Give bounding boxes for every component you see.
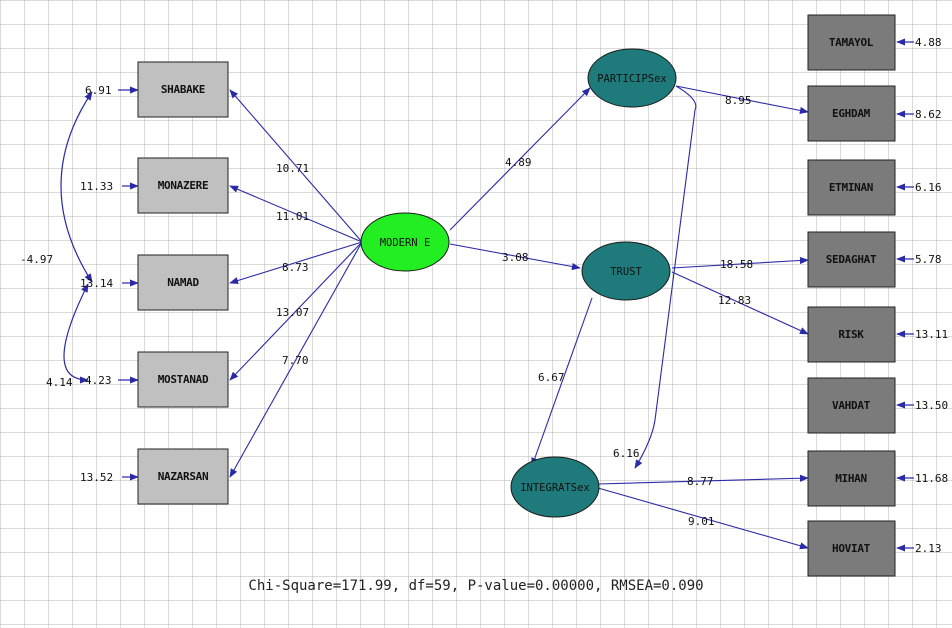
latent-label-modern: MODERN E — [380, 237, 431, 249]
covariance-curve-shabake-mostanad — [60, 91, 93, 283]
indicator-box-mostanad[interactable]: MOSTANAD — [137, 351, 229, 408]
indicator-box-tamayol[interactable]: TAMAYOL — [807, 14, 896, 71]
indicator-label-hoviat: HOVIAT — [832, 542, 871, 555]
error-variance-monazere: 11.33 — [80, 180, 113, 193]
loading-value-eghdam: 8.95 — [725, 94, 752, 107]
loading-value-nazarsan: 7.70 — [282, 354, 309, 367]
error-variance-vahdat: 13.50 — [915, 399, 948, 412]
latent-label-trust: TRUST — [610, 266, 642, 278]
indicator-box-namad[interactable]: NAMAD — [137, 254, 229, 311]
indicator-label-mihan: MIHAN — [835, 472, 867, 485]
indicator-box-hoviat[interactable]: HOVIAT — [807, 520, 896, 577]
indicator-label-namad: NAMAD — [167, 276, 199, 289]
error-variance-hoviat: 2.13 — [915, 542, 942, 555]
error-variance-nazarsan: 13.52 — [80, 471, 113, 484]
loading-value-mihan: 8.77 — [687, 475, 714, 488]
indicator-box-shabake[interactable]: SHABAKE — [137, 61, 229, 118]
latent-node-trust[interactable]: TRUST — [581, 241, 671, 301]
error-variance-mostanad: 4.23 — [85, 374, 112, 387]
indicator-label-tamayol: TAMAYOL — [829, 36, 874, 49]
covariance-curve-namad-nazarsan — [63, 283, 89, 384]
indicator-label-nazarsan: NAZARSAN — [158, 470, 209, 483]
indicator-box-etminan[interactable]: ETMINAN — [807, 159, 896, 216]
error-variance-sedaghat: 5.78 — [915, 253, 942, 266]
indicator-box-vahdat[interactable]: VAHDAT — [807, 377, 896, 434]
path-value-modern-particip: 4.89 — [505, 156, 532, 169]
indicator-box-risk[interactable]: RISK — [807, 306, 896, 363]
indicator-box-monazere[interactable]: MONAZERE — [137, 157, 229, 214]
covariance-value-1: -4.97 — [20, 253, 53, 266]
path-value-modern-trust: 3.08 — [502, 251, 529, 264]
error-variance-risk: 13.11 — [915, 328, 948, 341]
indicator-label-risk: RISK — [838, 328, 864, 341]
latent-node-modern[interactable]: MODERN E — [360, 212, 450, 272]
indicator-box-nazarsan[interactable]: NAZARSAN — [137, 448, 229, 505]
latent-node-integrat[interactable]: INTEGRATSex — [510, 456, 600, 518]
loading-value-risk: 12.83 — [718, 294, 751, 307]
error-variance-etminan: 6.16 — [915, 181, 942, 194]
error-variance-eghdam: 8.62 — [915, 108, 942, 121]
indicator-label-vahdat: VAHDAT — [832, 399, 871, 412]
indicator-box-eghdam[interactable]: EGHDAM — [807, 85, 896, 142]
loading-value-mostanad: 13.07 — [276, 306, 309, 319]
latent-node-particip[interactable]: PARTICIPSex — [587, 48, 677, 108]
latent-label-integrat: INTEGRATSex — [520, 482, 590, 494]
path-value-particip-integrat: 6.16 — [613, 447, 640, 460]
indicator-label-etminan: ETMINAN — [829, 181, 873, 194]
loading-value-namad: 8.73 — [282, 261, 309, 274]
loading-value-shabake: 10.71 — [276, 162, 309, 175]
error-variance-tamayol: 4.88 — [915, 36, 942, 49]
indicator-label-mostanad: MOSTANAD — [158, 373, 209, 386]
error-variance-namad: 13.14 — [80, 277, 113, 290]
indicator-box-mihan[interactable]: MIHAN — [807, 450, 896, 507]
error-variance-shabake: 6.91 — [85, 84, 112, 97]
indicator-label-shabake: SHABAKE — [161, 83, 205, 96]
loading-value-monazere: 11.01 — [276, 210, 309, 223]
loading-value-hoviat: 9.01 — [688, 515, 715, 528]
fit-statistics: Chi-Square=171.99, df=59, P-value=0.0000… — [248, 578, 704, 594]
indicator-label-eghdam: EGHDAM — [832, 107, 871, 120]
loading-value-sedaghat: 18.58 — [720, 258, 753, 271]
path-value-trust-integrat: 6.67 — [538, 371, 565, 384]
error-variance-mihan: 11.68 — [915, 472, 948, 485]
indicator-label-monazere: MONAZERE — [158, 179, 209, 192]
indicator-box-sedaghat[interactable]: SEDAGHAT — [807, 231, 896, 288]
latent-label-particip: PARTICIPSex — [597, 73, 667, 85]
covariance-value-2: 4.14 — [46, 376, 73, 389]
indicator-label-sedaghat: SEDAGHAT — [826, 253, 877, 266]
